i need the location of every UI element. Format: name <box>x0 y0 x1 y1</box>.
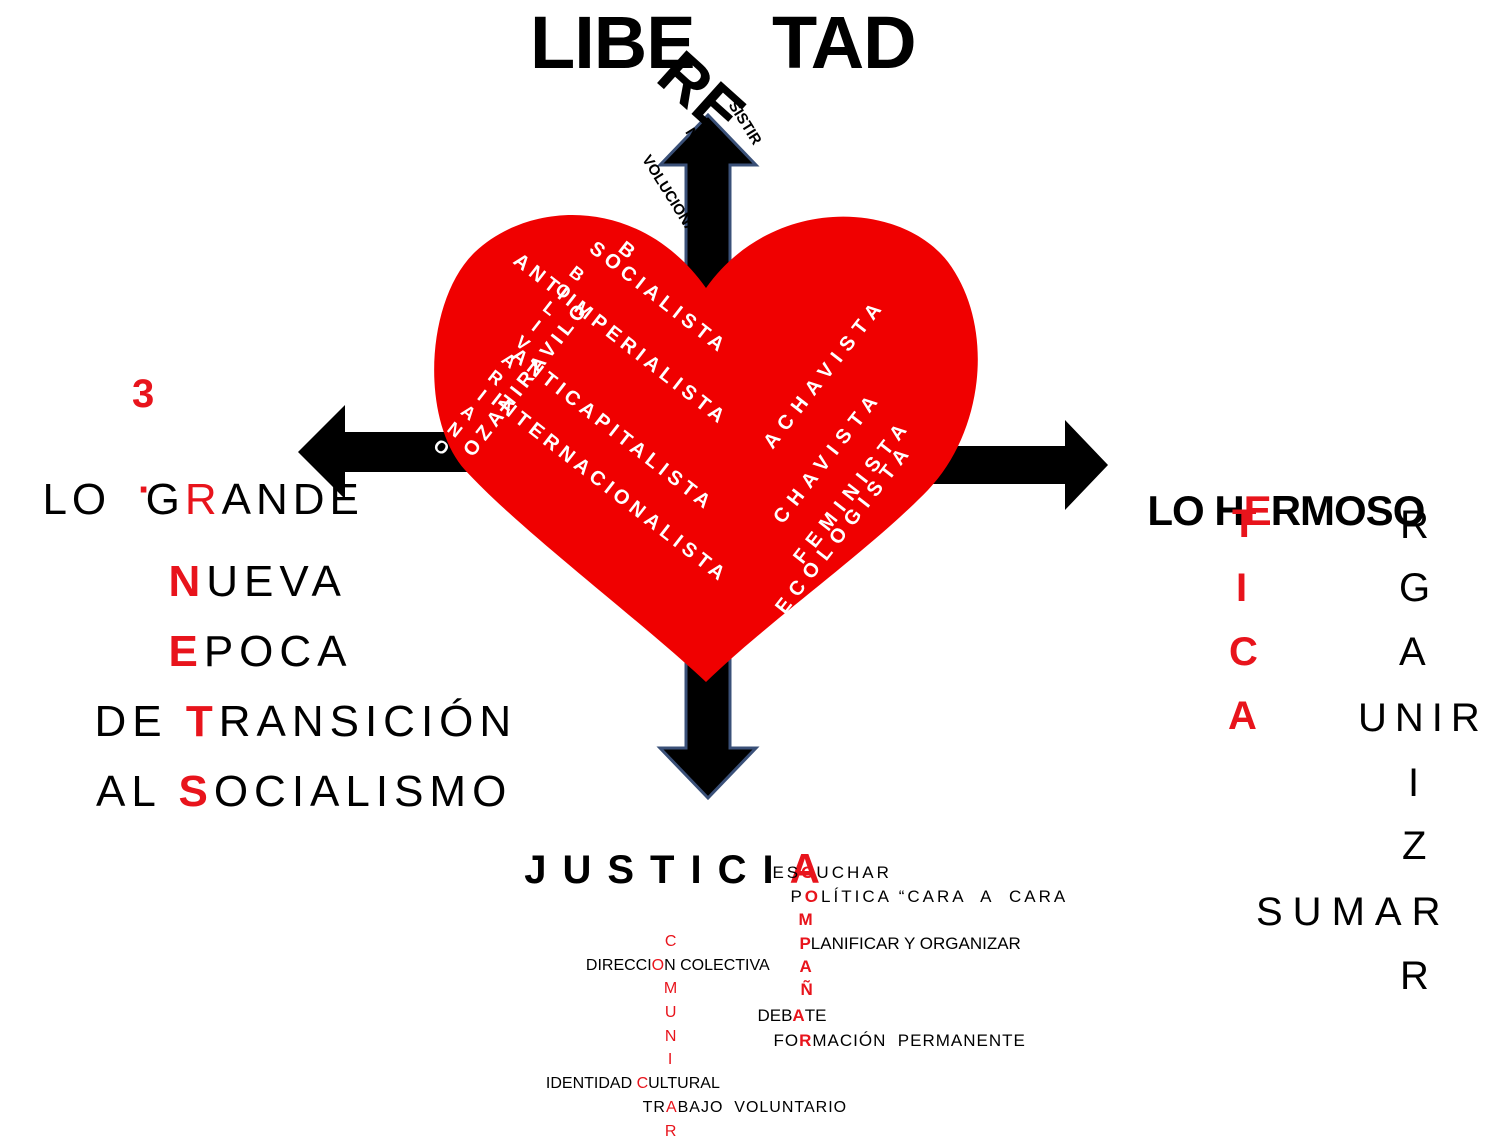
left-acrostic-dot: · <box>138 468 152 512</box>
acompanar-line-8: FORMACIÓN PERMANENTE <box>773 1031 1026 1050</box>
etica-a: A <box>1228 694 1257 738</box>
arrow-left-icon <box>298 405 480 499</box>
left-acrostic-3: 3 <box>132 372 155 416</box>
left-title: LO GRANDE <box>42 475 364 524</box>
etica-t: T <box>1232 502 1257 546</box>
comunicar-line-2: DIRECCION COLECTIVA <box>585 957 770 974</box>
justicia-title: JUSTICIA <box>524 845 820 892</box>
organizar-r2: R <box>1400 954 1429 998</box>
comunicar-line-1: C <box>664 933 677 950</box>
organizar-g: G <box>1399 566 1431 610</box>
comunicar-line-7: IDENTIDAD CULTURAL <box>545 1075 720 1092</box>
title-libe: LIBE <box>530 1 696 84</box>
heart-icon <box>434 214 978 682</box>
title-tad: TAD <box>772 1 917 84</box>
acompanar-line-4: PLANIFICAR Y ORGANIZAR <box>799 934 1021 953</box>
organizar-r1: R <box>1400 503 1429 547</box>
acompanar-line-1: ESCUCHAR <box>772 863 892 882</box>
organizar-unir: UNIR <box>1358 696 1488 740</box>
etica-c: C <box>1229 630 1258 674</box>
left-line-socialismo: AL SOCIALISMO <box>96 767 513 816</box>
etica-i: I <box>1236 566 1248 610</box>
comunicar-line-3: M <box>663 980 678 997</box>
comunicar-line-4: U <box>664 1004 677 1021</box>
acompanar-line-3: M <box>798 910 813 929</box>
right-title: LO HERMOSO <box>1147 487 1425 534</box>
comunicar-line-6: I <box>667 1051 673 1068</box>
left-line-epoca: EPOCA <box>168 627 353 676</box>
organizar-sumar: SUMAR <box>1256 890 1451 934</box>
acompanar-line-7: DEBATE <box>757 1006 827 1025</box>
comunicar-line-5: N <box>664 1028 677 1045</box>
left-line-transicion: DE TRANSICIÓN <box>94 697 518 746</box>
arrow-down-icon <box>656 658 760 801</box>
organizar-a: A <box>1399 630 1426 674</box>
comunicar-line-8: TRABAJO VOLUNTARIO <box>642 1099 848 1116</box>
left-line-nueva: NUEVA <box>168 557 347 606</box>
organizar-z: Z <box>1402 824 1427 868</box>
acompanar-line-5: A <box>799 957 812 976</box>
acompanar-line-2: POLÍTICA “CARA A CARA <box>790 887 1069 906</box>
arrow-right-icon <box>920 420 1108 510</box>
comunicar-line-9: R <box>664 1123 677 1140</box>
acompanar-line-6: Ñ <box>800 980 813 999</box>
organizar-i: I <box>1408 761 1420 805</box>
